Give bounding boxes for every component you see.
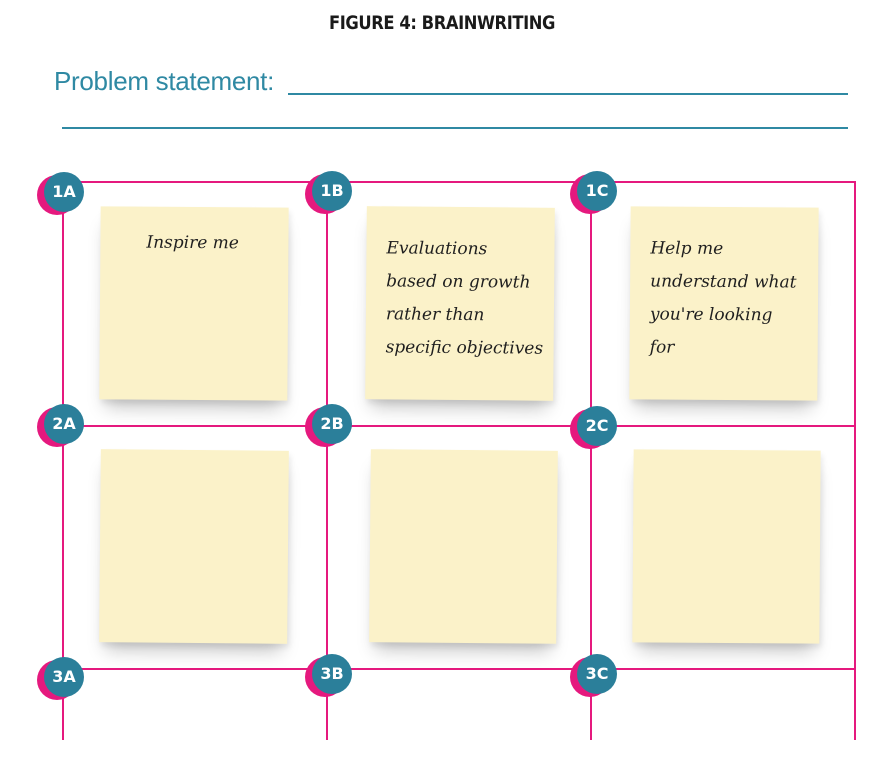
sticky-note-1b: Evaluations based on growth rather than … xyxy=(365,206,555,401)
cell-id-label: 3A xyxy=(52,667,76,686)
cell-id-label: 2C xyxy=(585,416,609,435)
grid-col-line-4 xyxy=(854,181,856,740)
cell-badge-3a: 3A xyxy=(37,657,89,700)
sticky-note-1c: Help me understand what you're looking f… xyxy=(629,206,819,401)
cell-id-label: 1A xyxy=(52,182,76,201)
grid-row-line-3 xyxy=(62,668,856,670)
sticky-note-1a: Inspire me xyxy=(99,206,289,401)
cell-badge-1c: 1C xyxy=(570,171,622,214)
grid-row-line-2 xyxy=(62,425,856,427)
cell-badge-2b: 2B xyxy=(305,404,357,447)
note-text: Evaluations based on growth rather than … xyxy=(385,238,544,359)
cell-badge-1b: 1B xyxy=(305,171,357,214)
problem-statement-label: Problem statement: xyxy=(54,66,275,96)
figure-title: FIGURE 4: BRAINWRITING xyxy=(329,12,555,34)
note-text: Inspire me xyxy=(146,232,239,254)
problem-statement-line-2 xyxy=(62,127,848,129)
cell-id-label: 2B xyxy=(320,414,344,433)
note-text: Help me understand what you're looking f… xyxy=(649,238,797,358)
grid-col-line-1 xyxy=(62,181,64,740)
cell-id-label: 3C xyxy=(585,664,609,683)
cell-id-label: 2A xyxy=(52,414,76,433)
problem-statement-line-1 xyxy=(288,93,848,95)
sticky-note-2b xyxy=(369,449,558,644)
cell-id-label: 1B xyxy=(320,181,344,200)
grid-row-line-1 xyxy=(62,181,856,183)
sticky-note-2c xyxy=(632,449,821,644)
cell-id-label: 1C xyxy=(585,181,609,200)
grid-col-line-2 xyxy=(326,181,328,740)
note-text xyxy=(391,475,550,476)
cell-id-label: 3B xyxy=(320,664,344,683)
note-text xyxy=(121,475,281,476)
cell-badge-2a: 2A xyxy=(37,404,89,447)
cell-badge-3b: 3B xyxy=(305,654,357,697)
cell-badge-2c: 2C xyxy=(570,406,622,449)
note-text xyxy=(653,475,812,476)
cell-badge-1a: 1A xyxy=(37,172,89,215)
grid-col-line-3 xyxy=(590,181,592,740)
cell-badge-3c: 3C xyxy=(570,654,622,697)
sticky-note-2a xyxy=(99,449,289,644)
